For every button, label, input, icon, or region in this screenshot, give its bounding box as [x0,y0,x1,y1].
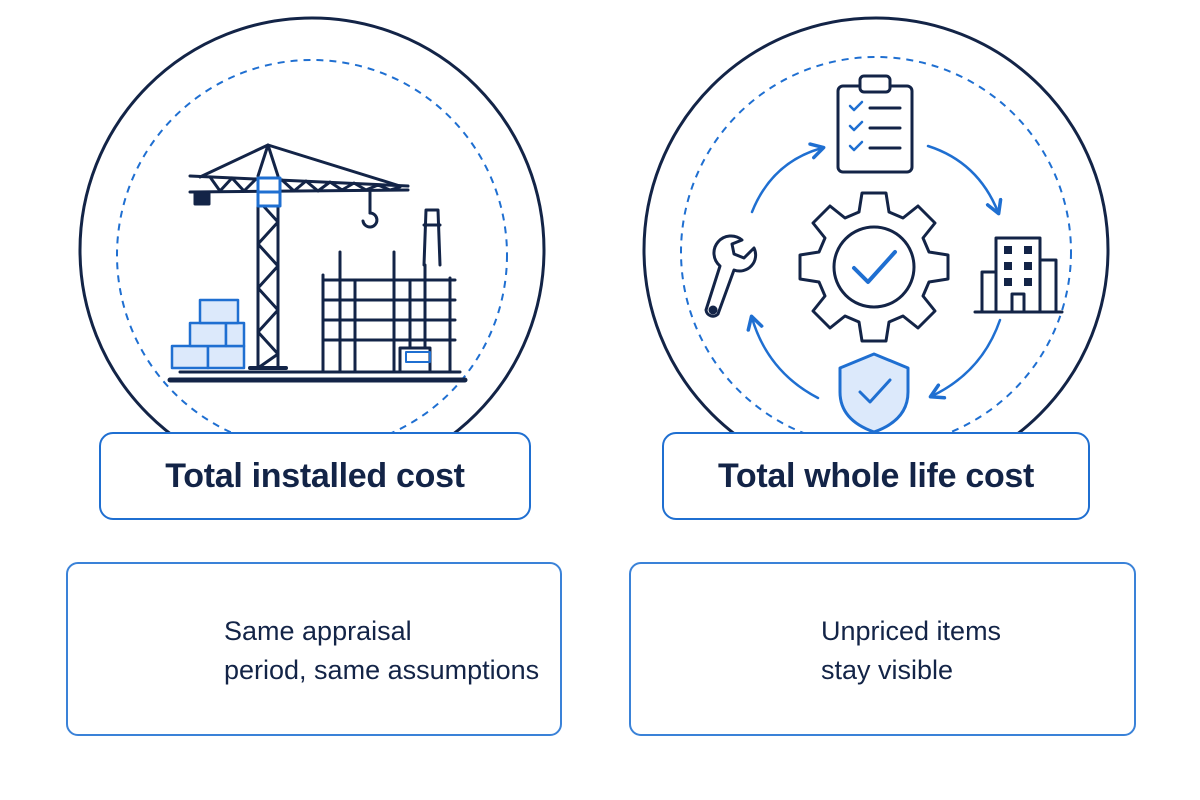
cycle-arrows [746,142,1003,400]
clipboard-checklist-icon [836,74,914,174]
whole-life-cost-label-box: Total whole life cost [662,432,1090,520]
lifecycle-cycle-icon [704,74,1064,434]
unpriced-note-line-2: stay visible [821,655,954,685]
construction-crane-site-icon [167,143,468,383]
gear-check-icon [798,191,950,343]
office-building-icon [973,236,1064,314]
installed-cost-label-box: Total installed cost [99,432,531,520]
unpriced-note-line-1: Unpriced items [821,616,1002,646]
appraisal-note-box: Same appraisal period, same assumptions [66,562,562,736]
whole-life-cost-label: Total whole life cost [717,456,1035,495]
installed-cost-label: Total installed cost [165,456,465,495]
appraisal-note-text: Same appraisal period, same assumptions [224,612,539,690]
wrench-icon [704,234,758,318]
left-panel-circle [78,16,546,484]
appraisal-note-line-2: period, same assumptions [224,655,540,685]
unpriced-note-box: Unpriced items stay visible [629,562,1136,736]
unpriced-note-text: Unpriced items stay visible [821,612,1001,690]
appraisal-note-line-1: Same appraisal [224,616,412,646]
